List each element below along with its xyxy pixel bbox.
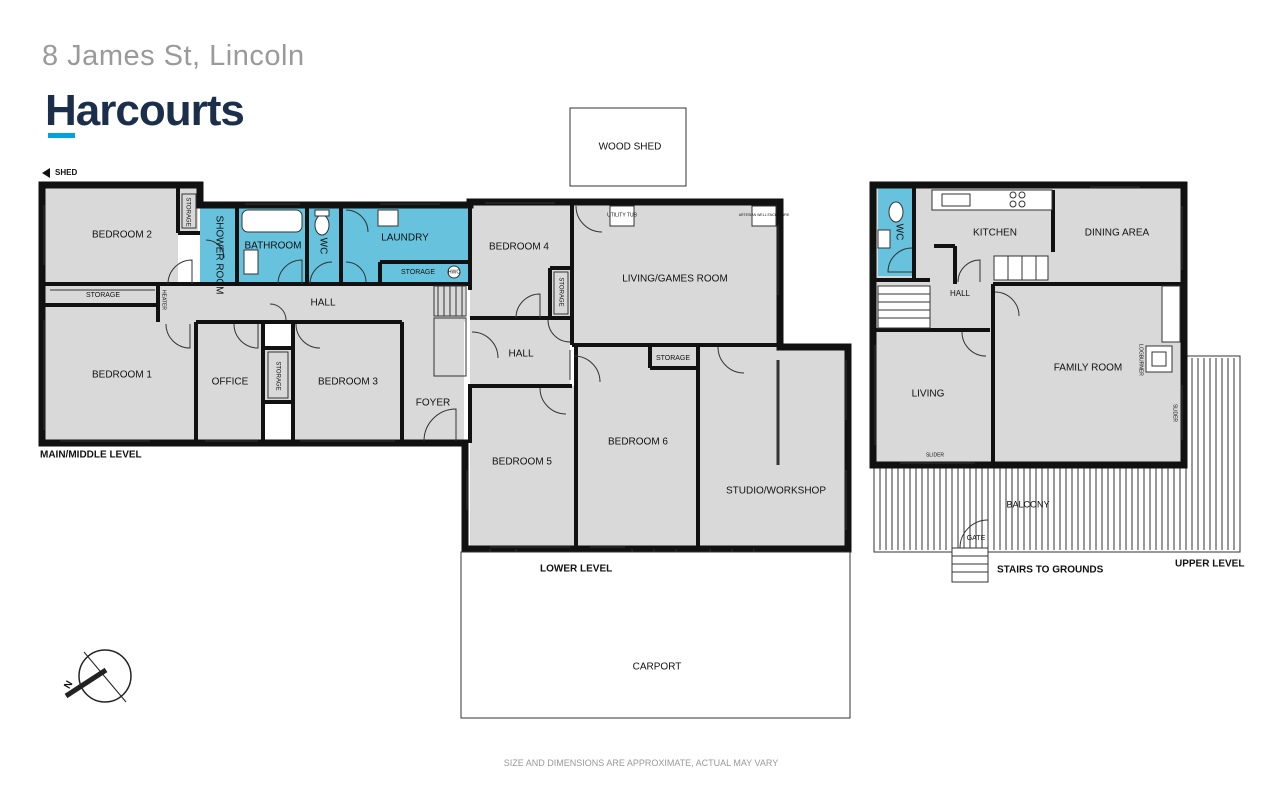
label-storage-b6: STORAGE <box>656 355 690 362</box>
label-utility-tub: UTILITY TUB <box>607 212 637 218</box>
label-gate: GATE <box>967 535 986 542</box>
label-studio: STUDIO/WORKSHOP <box>726 486 826 497</box>
label-shower-room: SHOWER ROOM <box>213 216 224 295</box>
label-bedroom-6: BEDROOM 6 <box>608 437 668 448</box>
label-hwc: HWC <box>448 269 460 275</box>
doors-upper <box>887 247 1020 549</box>
label-heater: HEATER <box>161 290 167 310</box>
label-family: FAMILY ROOM <box>1054 363 1123 374</box>
label-bedroom-1: BEDROOM 1 <box>92 370 152 381</box>
label-slider-family: SLIDER <box>1172 404 1178 422</box>
label-storage-hall: STORAGE <box>86 292 120 299</box>
label-logburner: LOGBURNER <box>1138 344 1144 376</box>
label-laundry: LAUNDRY <box>381 233 429 244</box>
balcony-decking <box>879 358 1235 550</box>
label-hall-upper: HALL <box>950 289 971 298</box>
upper-interior-walls <box>873 185 1184 465</box>
laundry <box>342 208 468 282</box>
label-storage-a: STORAGE <box>184 197 190 226</box>
label-hall-lower: HALL <box>508 349 533 360</box>
foyer <box>402 322 464 440</box>
label-bedroom-4: BEDROOM 4 <box>489 242 549 253</box>
label-dining: DINING AREA <box>1085 228 1150 239</box>
upper-outer-wall <box>869 181 1188 469</box>
harcourts-logo: Harcourts <box>45 86 245 135</box>
label-wc-upper: WC <box>893 224 904 241</box>
fixtures-upper <box>874 186 1183 464</box>
property-address: 8 James St, Lincoln <box>42 40 305 72</box>
logo-accent-bar <box>48 133 75 138</box>
carport <box>460 551 851 719</box>
bedroom-3 <box>294 322 402 440</box>
label-bedroom-5: BEDROOM 5 <box>492 457 552 468</box>
main-interior-walls <box>42 188 780 549</box>
shed-pointer-label: SHED <box>55 168 77 177</box>
label-bedroom-3: BEDROOM 3 <box>318 377 378 388</box>
compass-north-label: N <box>62 679 75 691</box>
label-living: LIVING <box>912 389 945 400</box>
stairs-main <box>433 285 467 377</box>
disclaimer: SIZE AND DIMENSIONS ARE APPROXIMATE, ACT… <box>503 758 779 768</box>
label-upper-level: UPPER LEVEL <box>1175 559 1244 570</box>
shed-arrow-icon <box>42 168 50 178</box>
wood-shed-label: WOOD SHED <box>599 142 662 153</box>
fixtures-main <box>181 193 777 399</box>
stairs-to-grounds <box>951 547 989 583</box>
compass-icon <box>64 649 132 703</box>
label-storage-office: STORAGE <box>274 361 280 390</box>
label-main-level: MAIN/MIDDLE LEVEL <box>40 450 142 461</box>
label-carport: CARPORT <box>633 662 682 673</box>
label-bathroom: BATHROOM <box>244 241 301 252</box>
label-living-games: LIVING/GAMES ROOM <box>622 274 728 285</box>
label-hall-main: HALL <box>310 298 335 309</box>
wood-shed <box>569 107 687 187</box>
bedroom-4 <box>470 205 570 317</box>
label-lower-level: LOWER LEVEL <box>540 564 612 575</box>
label-storage-laundry: STORAGE <box>401 269 435 276</box>
label-stairs: STAIRS TO GROUNDS <box>997 565 1104 576</box>
office <box>198 322 262 440</box>
label-bedroom-2: BEDROOM 2 <box>92 230 152 241</box>
label-office: OFFICE <box>212 377 249 388</box>
hall-lower <box>470 320 570 384</box>
label-kitchen: KITCHEN <box>973 228 1017 239</box>
bedroom-6 <box>576 347 696 546</box>
studio-workshop <box>698 347 846 546</box>
label-storage-b4: STORAGE <box>557 277 563 306</box>
windows-main <box>43 202 847 548</box>
label-balcony: BALCONY <box>1006 499 1049 509</box>
bedroom-2 <box>45 188 178 282</box>
label-foyer: FOYER <box>416 398 450 409</box>
living-games-room <box>572 205 778 345</box>
label-slider-living: SLIDER <box>926 452 944 458</box>
label-wc-main: WC <box>317 238 328 255</box>
bedroom-1 <box>45 306 195 440</box>
label-artesian: ARTESIAN WELL ENCLOSURE <box>739 213 790 217</box>
